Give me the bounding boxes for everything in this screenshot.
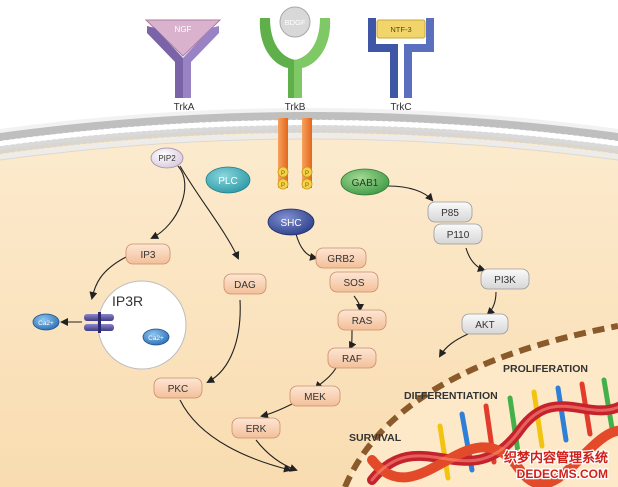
svg-text:GRB2: GRB2 [327, 254, 355, 265]
node-mek: MEK [289, 385, 341, 407]
node-pkc: PKC [153, 377, 203, 399]
svg-text:SOS: SOS [343, 278, 364, 289]
svg-text:PLC: PLC [218, 176, 237, 187]
ca-ion-left: Ca2+ [32, 313, 60, 331]
svg-text:ERK: ERK [246, 424, 267, 435]
node-dag: DAG [223, 273, 267, 295]
svg-text:AKT: AKT [475, 320, 494, 331]
node-pi3k: PI3K [480, 268, 530, 290]
node-grb2: GRB2 [315, 247, 367, 269]
svg-text:P110: P110 [447, 230, 470, 241]
node-shc: SHC [267, 208, 315, 236]
ligand-bdgf [279, 6, 311, 38]
pathway-arrows [60, 165, 497, 473]
phospho-label: P [305, 183, 309, 189]
nucleus [342, 323, 618, 487]
node-pip2: PIP2 [150, 147, 184, 169]
node-p110: P110 [433, 223, 483, 245]
receptor-trkb: BDGF TrkB P P P P [259, 6, 331, 190]
ligand-ntf3-label: NTF-3 [390, 25, 411, 34]
ca-ion-right: Ca2+ [142, 328, 170, 346]
phospho-label: P [281, 183, 285, 189]
node-sos: SOS [329, 271, 379, 293]
outcome-survival: SURVIVAL [349, 432, 402, 444]
watermark: 织梦内容管理系统 DEDECMS.COM [503, 449, 610, 483]
node-plc: PLC [205, 166, 251, 194]
dna-helix-icon [367, 377, 618, 487]
ligand-ngf [144, 19, 222, 57]
watermark-line1: 织梦内容管理系统 [504, 450, 608, 465]
phospho-label: P [305, 171, 309, 177]
outcome-differentiation: DIFFERENTIATION [404, 390, 498, 402]
ip3r-label: IP3R [112, 293, 143, 309]
node-raf: RAF [327, 347, 377, 369]
svg-text:IP3: IP3 [140, 250, 155, 261]
svg-text:Ca2+: Ca2+ [148, 335, 164, 342]
node-gab1: GAB1 [340, 168, 390, 196]
svg-text:PI3K: PI3K [494, 275, 516, 286]
ligand-ntf3 [376, 19, 426, 39]
ligand-bdgf-label: BDGF [285, 18, 306, 27]
receptor-trka-label: TrkA [174, 102, 195, 113]
node-ras: RAS [337, 309, 387, 331]
phosphate-icon [277, 166, 313, 190]
svg-text:PIP2: PIP2 [158, 154, 176, 163]
phospho-label: P [281, 171, 285, 177]
svg-text:Ca2+: Ca2+ [38, 320, 54, 327]
receptor-trkb-label: TrkB [285, 102, 306, 113]
ip3r-receptor: IP3R [84, 280, 187, 370]
watermark-line2: DEDECMS.COM [517, 467, 608, 481]
svg-text:DAG: DAG [234, 280, 256, 291]
svg-text:MEK: MEK [304, 392, 326, 403]
node-erk: ERK [231, 417, 281, 439]
receptor-trkc: NTF-3 TrkC [368, 18, 434, 113]
trkb-transmembrane-right [302, 118, 312, 188]
svg-text:PKC: PKC [168, 384, 189, 395]
trkb-transmembrane-left [278, 118, 288, 188]
node-p85: P85 [427, 201, 473, 223]
outcome-proliferation: PROLIFERATION [503, 363, 588, 375]
svg-text:GAB1: GAB1 [352, 178, 379, 189]
svg-text:RAS: RAS [352, 316, 373, 327]
receptor-trka: NGF TrkA [144, 19, 222, 113]
ligand-ngf-label: NGF [175, 25, 192, 34]
receptor-trkc-label: TrkC [390, 102, 411, 113]
node-akt: AKT [461, 313, 509, 335]
svg-text:SHC: SHC [280, 218, 301, 229]
svg-text:RAF: RAF [342, 354, 362, 365]
svg-text:P85: P85 [441, 208, 459, 219]
node-ip3: IP3 [125, 243, 171, 265]
